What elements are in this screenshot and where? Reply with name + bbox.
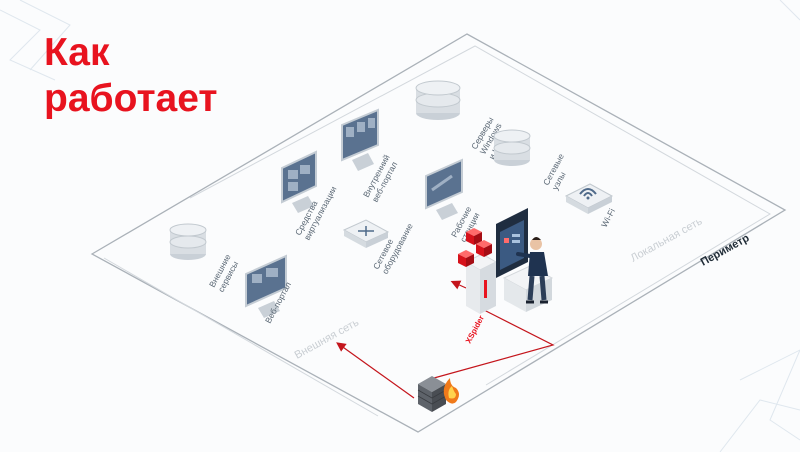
person-figure	[516, 237, 548, 304]
external-network-boundary	[103, 257, 379, 417]
server-icon	[415, 80, 461, 120]
workstation-icon	[425, 158, 463, 220]
analyst-workstation	[496, 208, 554, 312]
virtualization-icon	[281, 150, 317, 213]
red-cubes-icon	[458, 228, 492, 267]
network-equipment-icon	[342, 219, 390, 248]
wifi-icon	[564, 183, 614, 214]
node-label-network-equipment: Сетевое оборудование	[371, 217, 415, 276]
firewall-icon	[417, 376, 447, 412]
perimeter-boundary	[90, 33, 787, 433]
xspider-device	[464, 253, 498, 314]
flow-line-firewall-to-xspider	[433, 309, 555, 379]
title-line-2: работает	[44, 77, 218, 120]
fire-icon	[443, 378, 459, 404]
perimeter-label: Периметр	[699, 232, 752, 269]
external-services-icon	[169, 223, 207, 260]
xspider-label: XSpider	[464, 314, 486, 345]
node-label-network-nodes: Сетевые узлы	[541, 150, 576, 192]
node-label-wifi: Wi-Fi	[599, 207, 617, 229]
flow-line-firewall-to-external	[336, 342, 415, 399]
local-network-label: Локальная сеть	[629, 215, 705, 264]
network-nodes-icon	[493, 129, 531, 166]
title-line-1: Как	[44, 31, 110, 74]
external-network-label: Внешняя сеть	[293, 316, 362, 361]
node-label-external-services: Внешние сервисы	[207, 250, 243, 293]
web-portal-icon	[245, 254, 287, 318]
internal-portal-icon	[341, 108, 379, 171]
local-network-boundary	[189, 45, 771, 386]
slide-title: Как работает	[44, 30, 218, 122]
flow-line-xspider-out	[450, 280, 467, 290]
